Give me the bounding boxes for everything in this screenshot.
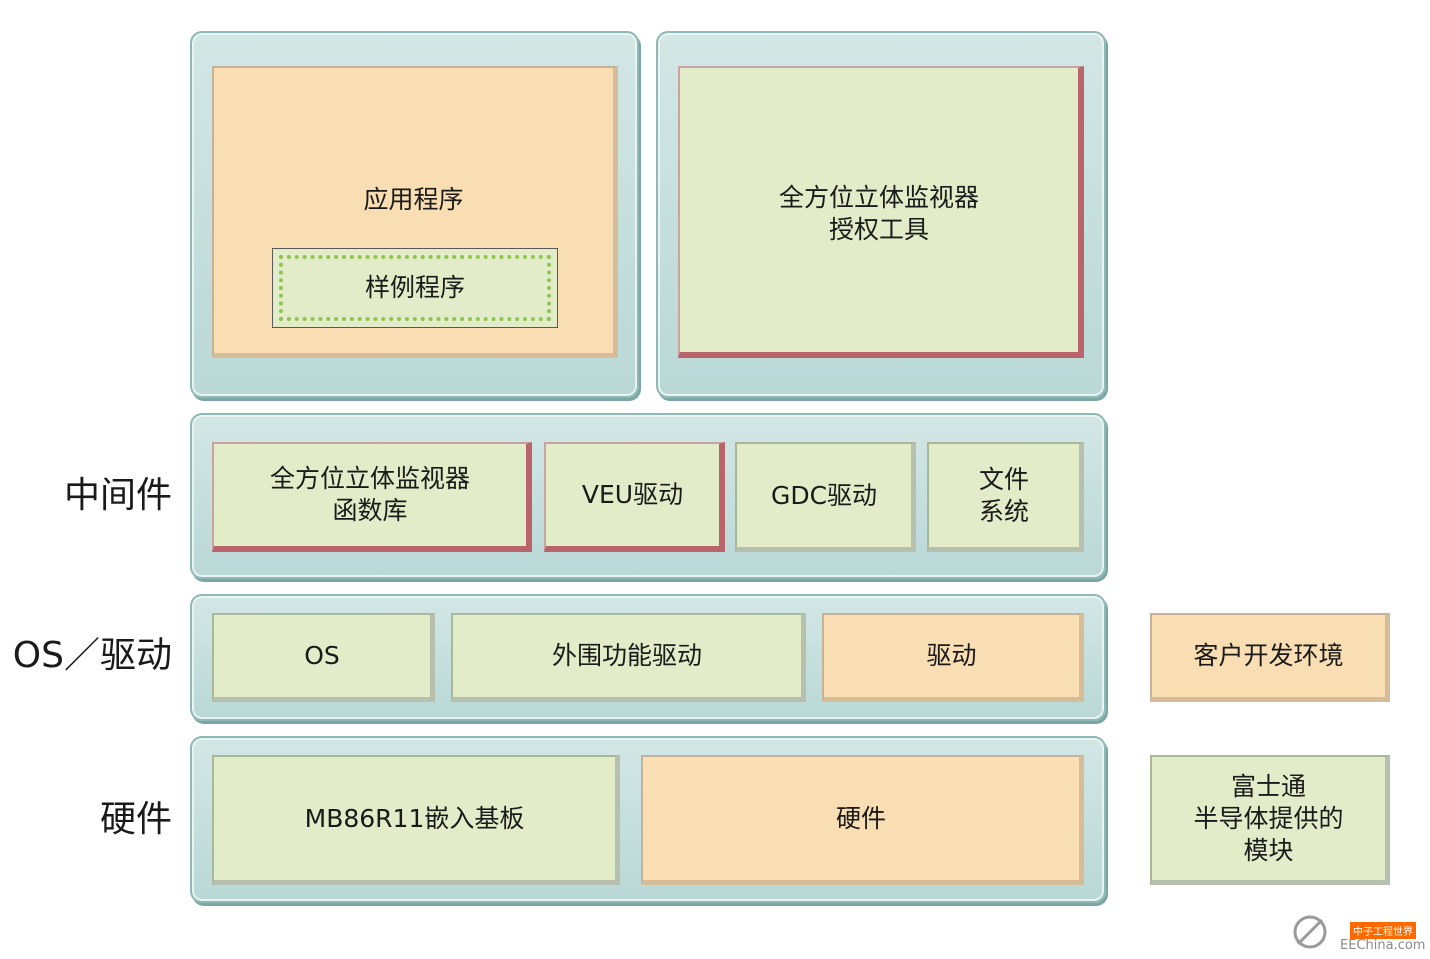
- file-system-label: 文件 系统: [978, 464, 1029, 526]
- sample-program-box: 样例程序: [272, 248, 558, 328]
- legend-fujitsu-modules-label: 富士通 半导体提供的 模块: [1193, 771, 1344, 865]
- watermark: 中子工程世界 EEChina.com: [1290, 912, 1425, 954]
- gdc-driver-box: GDC驱动: [735, 442, 916, 552]
- veu-driver-label: VEU驱动: [581, 480, 684, 509]
- application-label: 应用程序: [363, 185, 464, 214]
- driver-label: 驱动: [926, 641, 977, 670]
- peripheral-driver-box: 外围功能驱动: [451, 613, 806, 702]
- label-hardware: 硬件: [99, 799, 172, 840]
- veu-driver-box: VEU驱动: [544, 442, 725, 552]
- watermark-site: EEChina.com: [1340, 938, 1426, 953]
- legend-customer-env: 客户开发环境: [1150, 613, 1390, 702]
- os-box: OS: [212, 613, 435, 702]
- hardware-box: 硬件: [641, 755, 1084, 885]
- board-box: MB86R11嵌入基板: [212, 755, 620, 885]
- os-label: OS: [304, 641, 340, 670]
- gdc-driver-label: GDC驱动: [770, 480, 878, 510]
- monitor-library-box: 全方位立体监视器 函数库: [212, 442, 532, 552]
- watermark-brand: 中子工程世界: [1350, 922, 1416, 939]
- peripheral-driver-label: 外围功能驱动: [551, 641, 702, 670]
- monitor-tool-box: 全方位立体监视器 授权工具: [678, 66, 1084, 358]
- file-system-box: 文件 系统: [927, 442, 1084, 552]
- monitor-tool-label: 全方位立体监视器 授权工具: [778, 183, 979, 244]
- hardware-label: 硬件: [835, 803, 886, 833]
- watermark-logo-icon: [1293, 915, 1327, 949]
- legend-fujitsu-modules: 富士通 半导体提供的 模块: [1150, 755, 1390, 885]
- label-middleware: 中间件: [63, 475, 172, 516]
- label-os-driver: OS／驱动: [12, 635, 172, 676]
- monitor-library-label: 全方位立体监视器 函数库: [269, 464, 470, 525]
- board-label: MB86R11嵌入基板: [304, 803, 525, 833]
- driver-box: 驱动: [822, 613, 1084, 702]
- sample-program-label: 样例程序: [364, 273, 465, 302]
- legend-customer-env-label: 客户开发环境: [1193, 641, 1344, 670]
